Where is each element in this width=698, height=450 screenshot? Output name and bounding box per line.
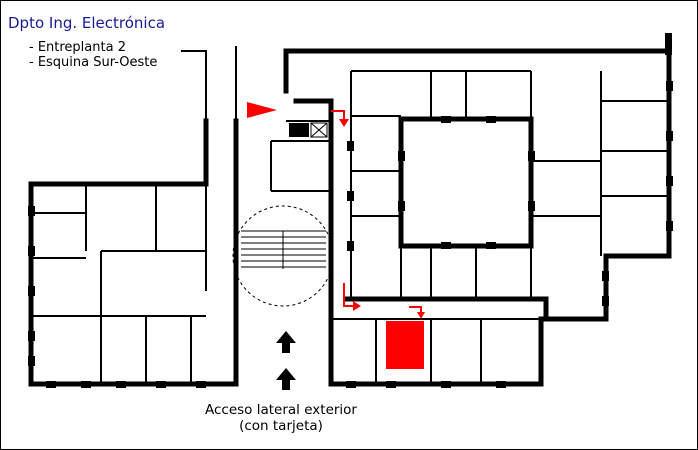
note-floor: - Entreplanta 2 [29,40,126,55]
route-arrow-icon [331,110,345,121]
access-arrow-icon [276,368,296,390]
window-markers [28,33,673,388]
access-arrows [276,331,296,390]
access-label-line1: Acceso lateral exterior [205,402,357,418]
access-label-line2: (con tarjeta) [239,418,323,434]
lift-symbol [289,122,328,138]
route-arrows [247,102,425,319]
note-corner: - Esquina Sur-Oeste [29,55,158,70]
route-arrow-icon [409,306,422,313]
staircase [232,205,334,307]
entry-arrow-icon [247,102,277,118]
route-arrow-icon [343,283,356,307]
access-arrow-icon [276,331,296,353]
page-title: Dpto Ing. Electrónica [8,14,166,32]
highlighted-room[interactable] [386,321,424,369]
interior-walls [31,46,669,384]
location-notes: - Entreplanta 2 - Esquina Sur-Oeste [29,40,157,70]
access-label: Acceso lateral exterior (con tarjeta) [191,402,371,434]
